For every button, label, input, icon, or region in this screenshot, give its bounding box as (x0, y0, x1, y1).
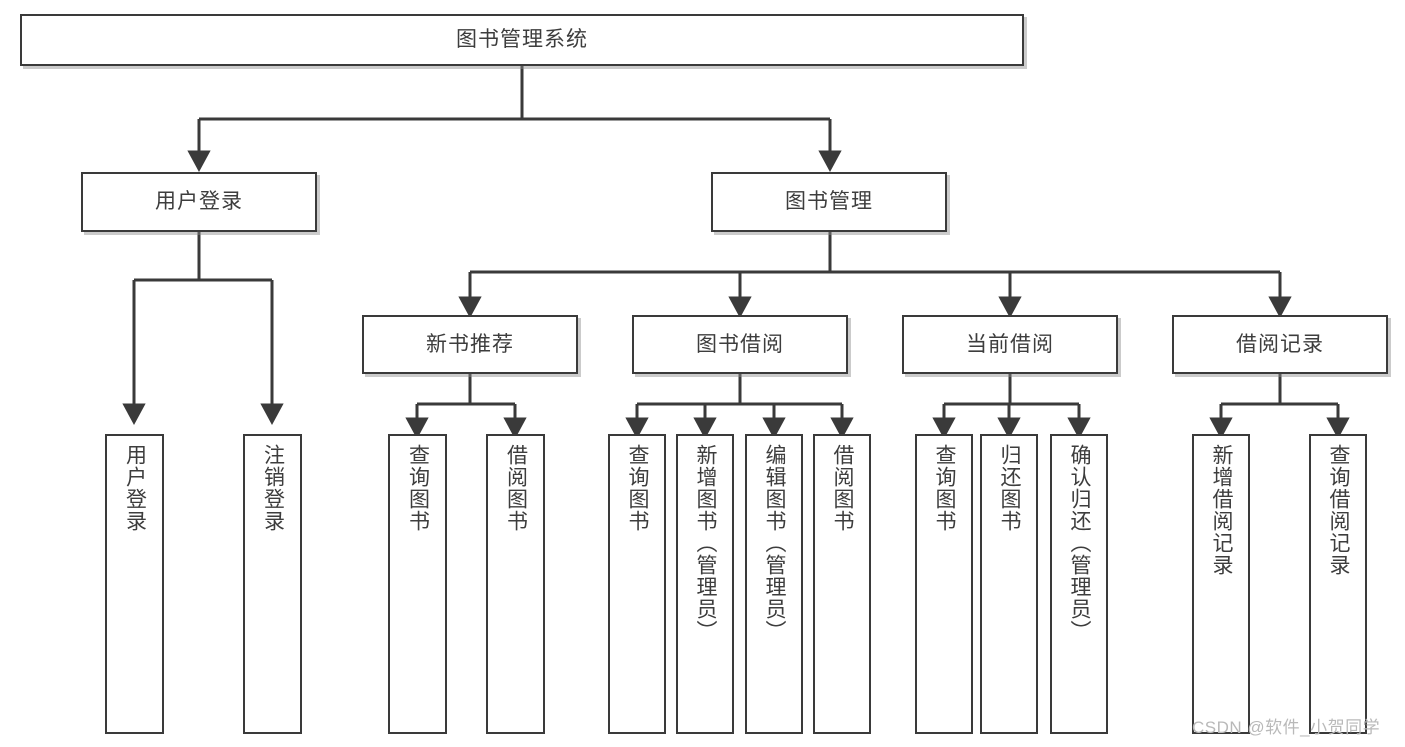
bookmgmt-to-level3-connectors (458, 232, 1292, 318)
node-current-borrow[interactable]: 当前借阅 (902, 315, 1118, 374)
node-leaf-borrow-book[interactable]: 借阅图书 (813, 434, 871, 734)
root-to-level2-connectors (187, 66, 842, 172)
node-leaf-edit-book-admin[interactable]: 编辑图书（管理员） (745, 434, 803, 734)
node-borrow-record[interactable]: 借阅记录 (1172, 315, 1388, 374)
booklogin-to-leaves-connectors (122, 232, 284, 425)
node-leaf-query-book-current[interactable]: 查询图书 (915, 434, 973, 734)
node-current-borrow-label: 当前借阅 (966, 332, 1054, 356)
node-leaf-borrow-book-recommend-label: 借阅图书 (504, 444, 528, 532)
node-leaf-query-book-recommend-label: 查询图书 (406, 444, 430, 532)
node-book-borrow-label: 图书借阅 (696, 332, 784, 356)
node-leaf-query-book-recommend[interactable]: 查询图书 (388, 434, 447, 734)
borrowrecord-to-leaves-connectors (1209, 374, 1350, 439)
node-leaf-edit-book-admin-label: 编辑图书（管理员） (762, 444, 786, 642)
currentborrow-to-leaves-connectors (932, 374, 1091, 439)
node-leaf-user-login[interactable]: 用户登录 (105, 434, 164, 734)
node-leaf-add-borrow-record[interactable]: 新增借阅记录 (1192, 434, 1250, 734)
newbook-to-leaves-connectors (405, 374, 527, 439)
node-book-management[interactable]: 图书管理 (711, 172, 947, 232)
node-leaf-query-book-borrow-label: 查询图书 (625, 444, 649, 532)
node-leaf-logout[interactable]: 注销登录 (243, 434, 302, 734)
node-book-borrow[interactable]: 图书借阅 (632, 315, 848, 374)
node-leaf-confirm-return-admin-label: 确认归还（管理员） (1067, 444, 1091, 642)
node-leaf-confirm-return-admin[interactable]: 确认归还（管理员） (1050, 434, 1108, 734)
node-leaf-query-book-current-label: 查询图书 (932, 444, 956, 532)
node-leaf-borrow-book-recommend[interactable]: 借阅图书 (486, 434, 545, 734)
node-book-management-label: 图书管理 (785, 190, 873, 214)
node-leaf-add-borrow-record-label: 新增借阅记录 (1209, 444, 1233, 576)
csdn-watermark: CSDN @软件_小贺同学 (1192, 718, 1381, 737)
node-leaf-user-login-label: 用户登录 (123, 444, 147, 532)
node-user-login-label: 用户登录 (155, 190, 243, 214)
node-root-label: 图书管理系统 (456, 28, 588, 52)
node-leaf-query-borrow-record-label: 查询借阅记录 (1326, 444, 1350, 576)
node-new-book-recommend[interactable]: 新书推荐 (362, 315, 578, 374)
node-leaf-add-book-admin[interactable]: 新增图书（管理员） (676, 434, 734, 734)
node-leaf-query-borrow-record[interactable]: 查询借阅记录 (1309, 434, 1367, 734)
node-root-book-management-system[interactable]: 图书管理系统 (20, 14, 1024, 66)
node-borrow-record-label: 借阅记录 (1236, 332, 1324, 356)
node-leaf-add-book-admin-label: 新增图书（管理员） (693, 444, 717, 642)
node-leaf-logout-label: 注销登录 (261, 444, 285, 532)
node-leaf-query-book-borrow[interactable]: 查询图书 (608, 434, 666, 734)
node-leaf-return-book-label: 归还图书 (997, 444, 1021, 532)
node-leaf-return-book[interactable]: 归还图书 (980, 434, 1038, 734)
node-leaf-borrow-book-label: 借阅图书 (830, 444, 854, 532)
bookborrow-to-leaves-connectors (625, 374, 854, 439)
node-new-book-recommend-label: 新书推荐 (426, 332, 514, 356)
node-user-login[interactable]: 用户登录 (81, 172, 317, 232)
